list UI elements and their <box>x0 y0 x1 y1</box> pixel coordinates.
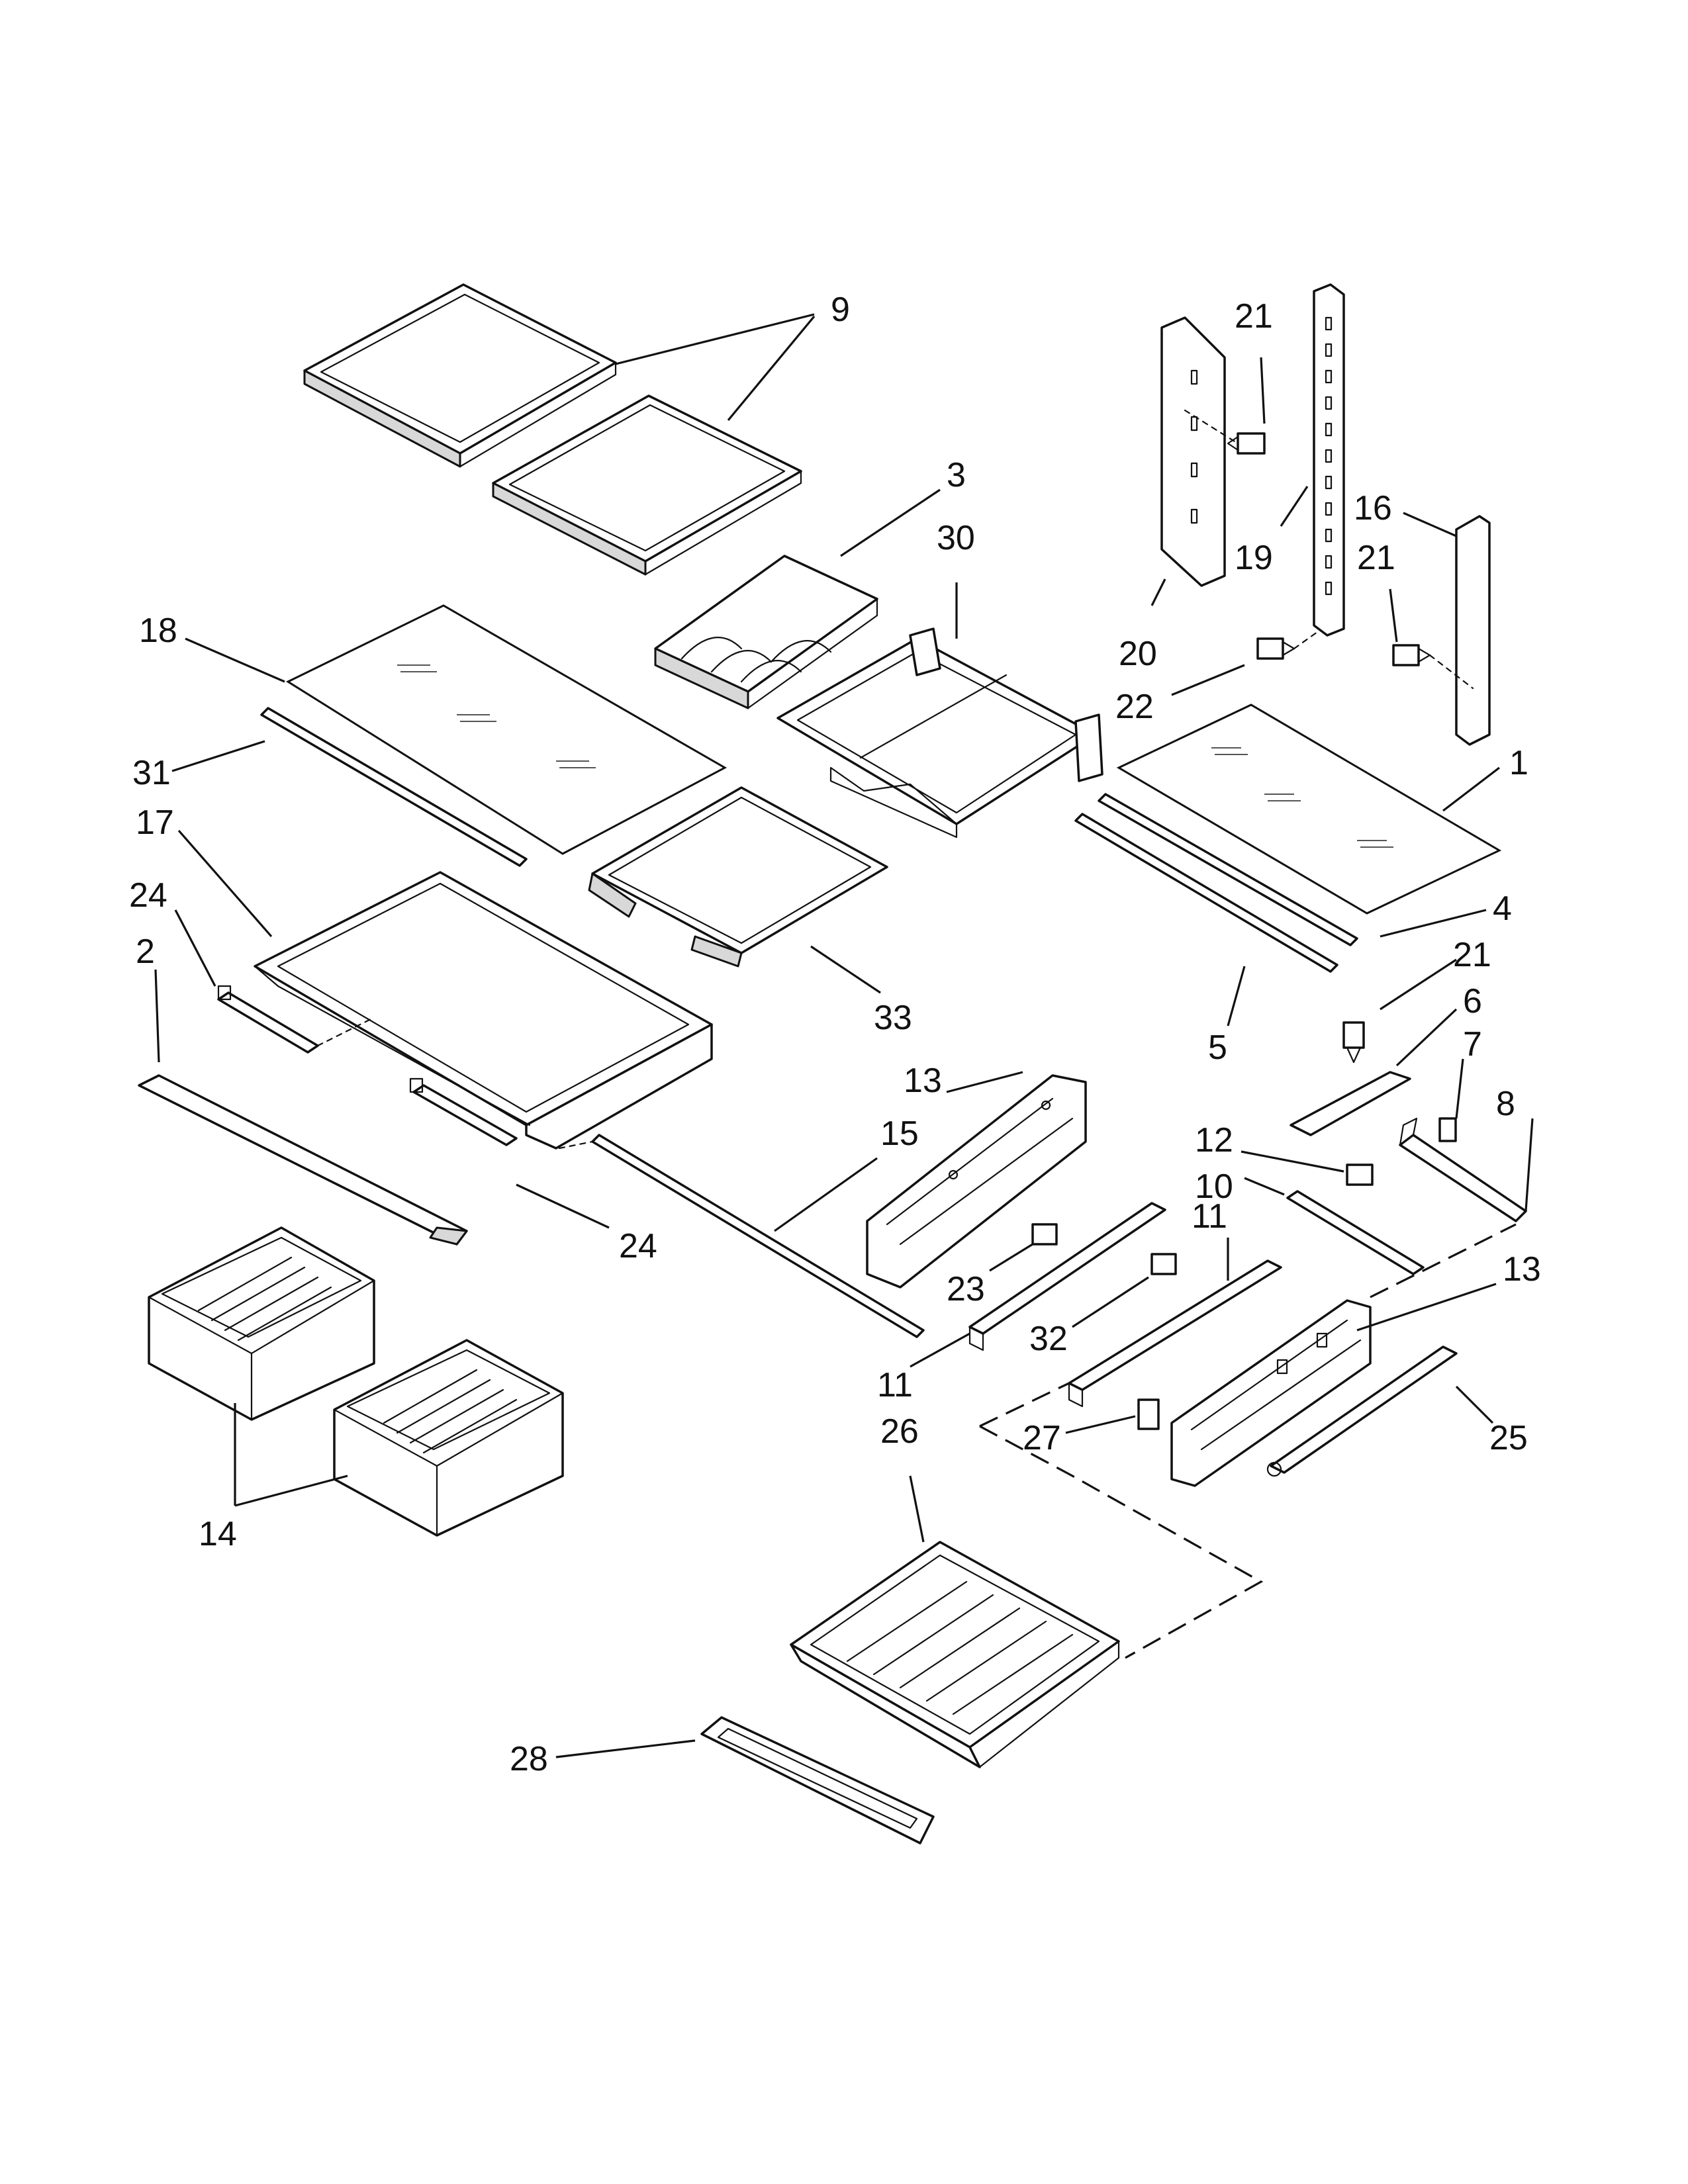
screw-22 <box>1256 637 1295 660</box>
callout-14: 14 <box>199 1515 237 1553</box>
pullout-shelf-frame <box>776 627 1103 839</box>
screw-21-right <box>1392 644 1431 666</box>
callout-1: 1 <box>1509 744 1528 782</box>
shelf-trim-31 <box>260 707 528 867</box>
callout-11a: 11 <box>1192 1197 1227 1236</box>
drawer-rod <box>1266 1345 1458 1477</box>
callout-25: 25 <box>1489 1419 1528 1457</box>
assembly-line-left <box>979 1382 1070 1428</box>
callout-17: 17 <box>136 803 174 842</box>
callout-15: 15 <box>880 1115 919 1153</box>
wine-rack <box>654 555 878 709</box>
crisper-frame <box>254 871 713 1150</box>
slide-11-right <box>1068 1259 1282 1408</box>
shelf-trim-4 <box>1098 793 1358 946</box>
glass-shelf-right <box>1116 704 1502 915</box>
screw-32 <box>1150 1253 1177 1275</box>
callout-18: 18 <box>139 612 177 650</box>
crisper-trim <box>138 1074 468 1246</box>
small-shelf <box>588 786 888 968</box>
basket-trim <box>700 1716 935 1844</box>
callout-8: 8 <box>1496 1085 1515 1123</box>
callout-5: 5 <box>1208 1028 1227 1067</box>
callout-2: 2 <box>136 933 155 971</box>
callout-20: 20 <box>1119 635 1157 673</box>
screw-21-lower <box>1342 1021 1365 1064</box>
callout-12: 12 <box>1195 1121 1233 1160</box>
callout-26: 26 <box>880 1412 919 1451</box>
callout-3: 3 <box>947 456 966 494</box>
callout-33: 33 <box>874 999 912 1037</box>
callout-21b: 21 <box>1357 539 1395 577</box>
slide-rail-10 <box>1286 1190 1425 1275</box>
callout-21a: 21 <box>1235 297 1273 336</box>
crisper-drawer-left <box>148 1226 375 1421</box>
screw-12 <box>1346 1163 1374 1186</box>
screw-23 <box>1031 1223 1058 1246</box>
callout-labels: 9 3 30 21 16 21 19 20 22 18 31 1 17 24 2… <box>129 291 1541 1778</box>
shelf-rail-19 <box>1313 283 1345 637</box>
side-support-right <box>1170 1299 1372 1487</box>
callout-28: 28 <box>510 1740 548 1778</box>
callout-32: 32 <box>1029 1320 1068 1358</box>
assembly-line-upper <box>1370 1223 1517 1298</box>
shelf-rail-20 <box>1160 316 1226 587</box>
callout-21c: 21 <box>1453 936 1491 974</box>
freezer-basket <box>790 1541 1120 1768</box>
callout-13a: 13 <box>904 1062 942 1100</box>
callout-27: 27 <box>1023 1419 1061 1457</box>
callout-9: 9 <box>831 291 850 329</box>
callout-16: 16 <box>1354 489 1392 527</box>
callout-23: 23 <box>947 1270 985 1308</box>
callout-30: 30 <box>937 519 975 557</box>
crisper-drawer-right <box>333 1339 564 1537</box>
callout-4: 4 <box>1493 889 1512 928</box>
callout-19: 19 <box>1235 539 1273 577</box>
upper-shelf-left <box>303 283 617 468</box>
bracket-8 <box>1399 1117 1527 1222</box>
slide-11-left <box>968 1202 1166 1351</box>
slide-bracket-24-upper <box>217 985 319 1054</box>
bracket-6 <box>1289 1071 1411 1136</box>
clip-27 <box>1137 1398 1160 1430</box>
callout-6: 6 <box>1463 982 1482 1021</box>
shelf-trim-5 <box>1074 813 1338 973</box>
assembly-line-lower <box>979 1425 1264 1659</box>
callout-13b: 13 <box>1503 1250 1541 1289</box>
shelf-rail-16 <box>1455 515 1491 746</box>
clip-7 <box>1438 1117 1457 1142</box>
upper-shelf-right <box>492 394 802 576</box>
callout-24b: 24 <box>619 1227 657 1265</box>
leader-lines <box>154 313 1534 1758</box>
screw-21-upper <box>1227 432 1266 455</box>
slide-rod <box>591 1134 925 1338</box>
callout-11b: 11 <box>877 1366 913 1404</box>
callout-24a: 24 <box>129 876 167 915</box>
side-support-left <box>866 1074 1087 1289</box>
callout-7: 7 <box>1463 1025 1482 1064</box>
slide-bracket-24-lower <box>409 1077 518 1146</box>
glass-shelf-left <box>285 604 727 855</box>
callout-10: 10 <box>1195 1167 1233 1206</box>
callout-31: 31 <box>132 754 171 792</box>
callout-22: 22 <box>1115 688 1154 726</box>
